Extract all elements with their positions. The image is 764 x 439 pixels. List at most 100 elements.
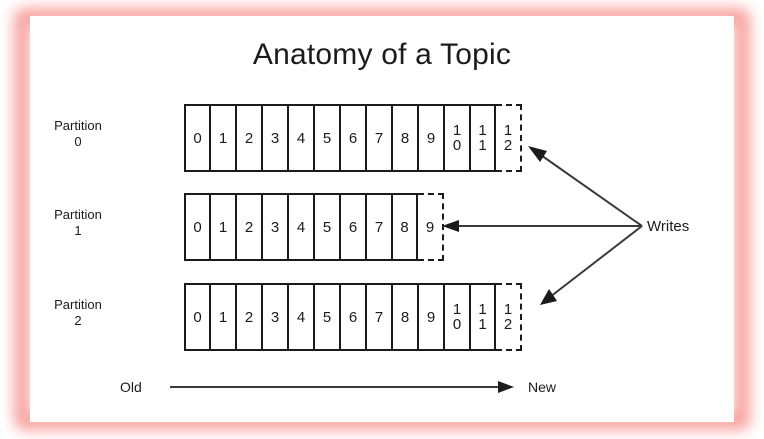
offset-value: 3: [270, 218, 280, 236]
offset-value: 9: [426, 129, 436, 147]
offset-cell: 3: [262, 283, 288, 351]
offset-cell: 3: [262, 104, 288, 172]
offset-value-stacked: 9: [426, 220, 434, 235]
offset-cell: 0: [184, 104, 210, 172]
offset-cell: 2: [236, 283, 262, 351]
offset-cell: 7: [366, 104, 392, 172]
offset-value: 9: [426, 308, 436, 326]
writes-arrow-partition-0-head: [528, 146, 547, 162]
offset-cell: 8: [392, 283, 418, 351]
offset-value: 1: [218, 218, 228, 236]
offset-cell: 4: [288, 104, 314, 172]
offset-value: 5: [322, 129, 332, 147]
offset-value: 2: [244, 129, 254, 147]
offset-value: 5: [322, 218, 332, 236]
partition-label-line1: Partition: [54, 118, 102, 133]
offset-cell: 2: [236, 193, 262, 261]
offset-digit: 1: [503, 122, 513, 139]
offset-value: 2: [244, 218, 254, 236]
offset-cell: 1: [210, 193, 236, 261]
offset-value: 0: [193, 218, 202, 236]
offset-value: 2: [244, 308, 254, 326]
axis-end-label: New: [528, 379, 557, 395]
partition-label: Partition 1: [30, 207, 126, 239]
offset-value: 8: [400, 218, 409, 236]
offset-digit: 1: [452, 301, 462, 318]
partition-label-line2: 0: [74, 134, 82, 149]
offset-cell: 4: [288, 193, 314, 261]
offset-cell: 0: [184, 283, 210, 351]
offset-value: 8: [400, 308, 410, 326]
diagram-title: Anatomy of a Topic: [252, 38, 512, 71]
offset-cell: 8: [392, 104, 418, 172]
partition-label-line1: Partition: [54, 297, 102, 312]
offset-value: 5: [322, 308, 332, 326]
offset-digit: 1: [478, 316, 487, 333]
offset-cell: 1: [210, 283, 236, 351]
offset-digit: 1: [478, 301, 487, 318]
writes-arrow-partition-0-line: [537, 152, 643, 227]
offset-value: 1: [218, 129, 228, 147]
offset-value: 6: [348, 129, 358, 147]
offset-cell: 6: [340, 193, 366, 261]
partition-label-line1: Partition: [54, 207, 102, 222]
offset-cell: 7: [366, 283, 392, 351]
offset-cell: 1: [210, 104, 236, 172]
offset-value: 6: [348, 218, 358, 236]
offset-value: 0: [193, 308, 202, 326]
offset-digit: 0: [452, 137, 462, 154]
offset-cell: 4: [288, 283, 314, 351]
offset-cell: 5: [314, 104, 340, 172]
offset-digit: 2: [503, 137, 513, 154]
offset-cell: 5: [314, 283, 340, 351]
writes-arrow-partition-1-head: [442, 220, 459, 232]
offset-cell: 2: [236, 104, 262, 172]
offset-value: 7: [374, 218, 384, 236]
offset-digit: 1: [478, 122, 487, 139]
offset-value: 0: [193, 129, 202, 147]
axis-start-label: Old: [120, 379, 142, 395]
offset-digit: 1: [478, 137, 487, 154]
offset-digit: 2: [503, 316, 513, 333]
partition-cells: 0 1 2 3 4 5 6 7 8 9: [184, 193, 444, 261]
offset-value: 4: [296, 218, 306, 236]
offset-value: 3: [270, 129, 280, 147]
offset-value: 1: [218, 308, 228, 326]
offset-value: 8: [400, 129, 410, 147]
writes-arrow-partition-2-head: [540, 289, 557, 305]
offset-value: 7: [374, 308, 384, 326]
offset-cell: 5: [314, 193, 340, 261]
offset-cell: 8: [392, 193, 418, 261]
partition-label: Partition 2: [30, 297, 126, 329]
offset-value: 4: [296, 308, 306, 326]
offset-digit: 1: [452, 122, 462, 139]
offset-cell: 3: [262, 193, 288, 261]
offset-value: 3: [270, 308, 280, 326]
partition-label-line2: 2: [74, 313, 82, 328]
offset-digit: 9: [425, 218, 435, 236]
writes-arrow-partition-2-line: [549, 225, 643, 298]
offset-cell: 7: [366, 193, 392, 261]
offset-cell: 6: [340, 104, 366, 172]
diagram-canvas: Anatomy of a Topic Partition 0 0 1 2 3 4…: [30, 16, 734, 422]
offset-cell: 6: [340, 283, 366, 351]
partition-label-line2: 1: [74, 223, 82, 238]
offset-cell: 0: [184, 193, 210, 261]
offset-value: 7: [374, 129, 384, 147]
offset-cell: 9: [418, 283, 444, 351]
pending-offset-cell: 9: [418, 193, 444, 261]
